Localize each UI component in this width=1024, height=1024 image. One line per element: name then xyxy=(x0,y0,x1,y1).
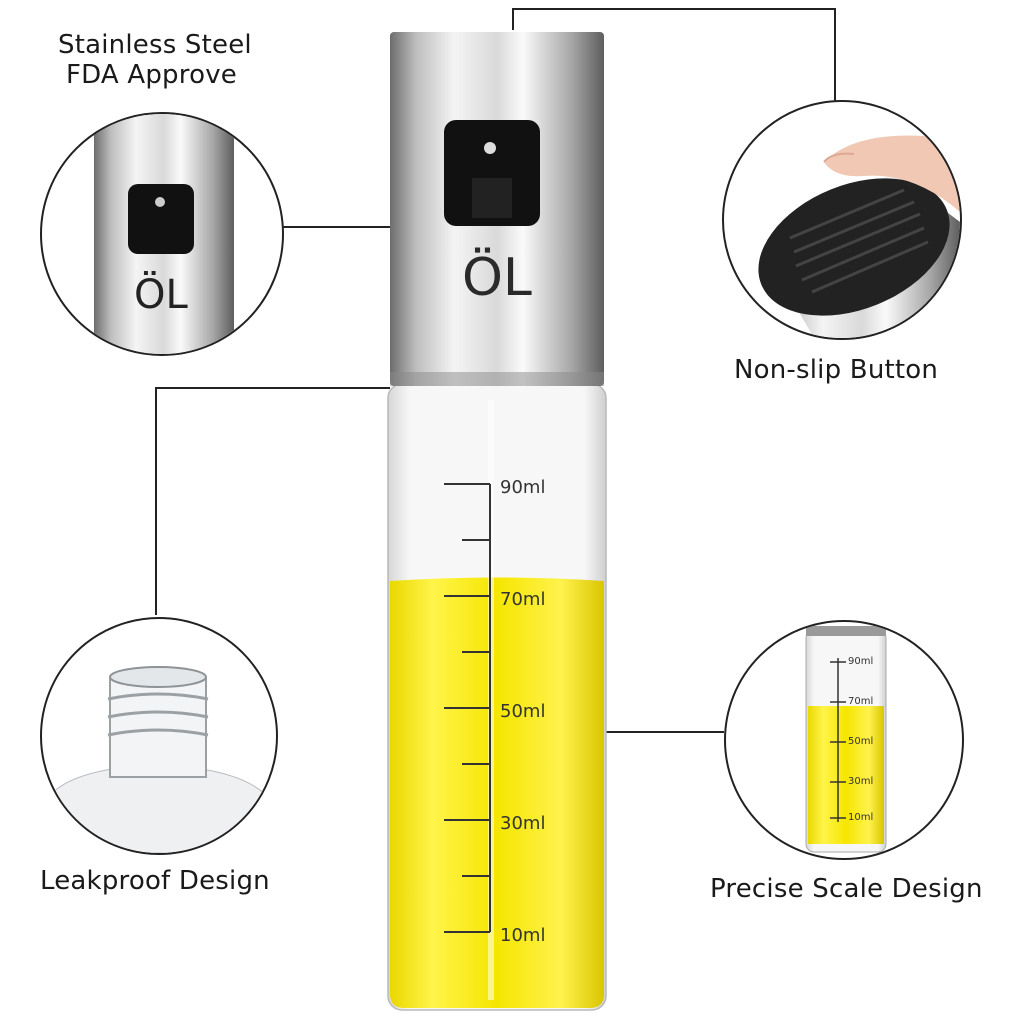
connector-leakproof-v xyxy=(155,387,157,615)
scale-label-10: 10ml xyxy=(500,925,546,946)
finger xyxy=(824,135,960,212)
leakproof-detail-circle xyxy=(40,617,278,855)
connector-precise xyxy=(604,731,724,733)
stainless-caption-line1: Stainless Steel xyxy=(58,30,252,60)
scale-label-90: 90ml xyxy=(500,477,546,498)
detail-scale-90: 90ml xyxy=(848,656,874,667)
precise-caption: Precise Scale Design xyxy=(710,874,983,904)
detail-scale-10: 10ml xyxy=(848,812,874,823)
nonslip-caption: Non-slip Button xyxy=(734,355,939,385)
stainless-caption: Stainless Steel FDA Approve xyxy=(58,30,252,90)
detail-scale-30: 30ml xyxy=(848,776,874,787)
nonslip-detail-circle xyxy=(722,100,962,340)
scale-label-30: 30ml xyxy=(500,813,546,834)
rubber-button xyxy=(758,178,950,316)
connector-stainless xyxy=(282,226,390,228)
scale-marks xyxy=(444,483,491,933)
scale-label-50: 50ml xyxy=(500,701,546,722)
leakproof-caption: Leakproof Design xyxy=(40,866,270,896)
connector-nonslip-h xyxy=(512,8,836,10)
nozzle-hole xyxy=(484,142,496,154)
detail-scale-50: 50ml xyxy=(848,736,874,747)
nozzle-window xyxy=(444,120,540,226)
stainless-caption-line2: FDA Approve xyxy=(66,60,237,90)
precise-scale-circle: 90ml 70ml 50ml 30ml 10ml xyxy=(724,620,964,860)
detail-scale-70: 70ml xyxy=(848,696,874,707)
connector-nonslip-v2 xyxy=(834,8,836,102)
detail-cap-text: ÖL xyxy=(134,272,188,318)
scale-label-70: 70ml xyxy=(500,589,546,610)
main-bottle xyxy=(387,32,607,1011)
cap-text: ÖL xyxy=(462,248,532,308)
oil-fill xyxy=(390,577,604,1008)
connector-leakproof-h xyxy=(155,387,390,389)
connector-nonslip-v1 xyxy=(512,8,514,30)
stainless-detail-circle: ÖL xyxy=(40,112,284,356)
